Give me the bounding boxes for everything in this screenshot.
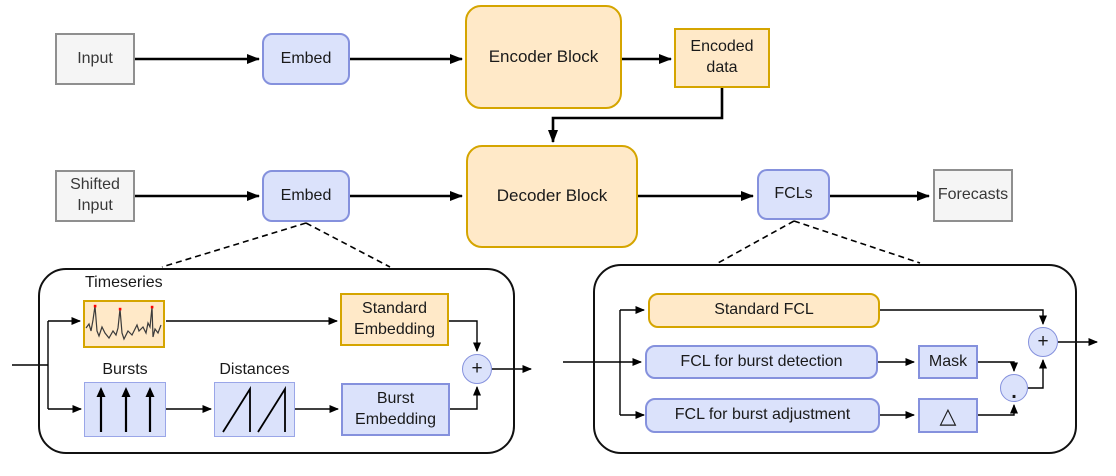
node-fcl-burst-adjustment-label: FCL for burst adjustment xyxy=(674,406,851,424)
node-fcl-burst-adjustment: FCL for burst adjustment xyxy=(645,398,880,433)
node-fcl-burst-detection-label: FCL for burst detection xyxy=(680,352,843,370)
timeseries-label: Timeseries xyxy=(85,274,163,291)
node-decoder-block: Decoder Block xyxy=(466,145,638,248)
distances-sawtooth-icon xyxy=(221,385,286,432)
fcl-sum-node: + xyxy=(1028,327,1058,357)
node-fcls-label: FCLs xyxy=(774,185,813,203)
node-forecasts: Forecasts xyxy=(933,169,1013,222)
node-encoder-block-label: Encoder Block xyxy=(488,46,599,66)
timeseries-icon xyxy=(83,300,165,348)
node-embed-top-label: Embed xyxy=(280,49,332,67)
distances-label: Distances xyxy=(219,361,290,378)
node-burst-embedding-label: Burst Embedding xyxy=(355,389,436,428)
bursts-arrows-icon xyxy=(96,386,154,432)
embed-detail-container xyxy=(38,268,515,454)
distances-icon xyxy=(214,382,295,437)
dot-operator-icon: . xyxy=(1011,380,1017,403)
node-fcls: FCLs xyxy=(757,169,830,220)
embed-sum-node: + xyxy=(462,354,492,384)
node-encoded-data: Encoded data xyxy=(674,28,770,88)
node-burst-embedding: Burst Embedding xyxy=(341,383,450,436)
node-delta: △ xyxy=(918,398,978,433)
node-decoder-block-label: Decoder Block xyxy=(496,186,608,206)
node-standard-embedding: Standard Embedding xyxy=(340,293,449,346)
fcl-product-node: . xyxy=(1000,374,1028,403)
node-standard-fcl: Standard FCL xyxy=(648,293,880,328)
node-standard-fcl-label: Standard FCL xyxy=(714,301,814,319)
node-encoder-block: Encoder Block xyxy=(465,5,622,109)
node-fcl-burst-detection: FCL for burst detection xyxy=(645,345,878,379)
node-forecasts-label: Forecasts xyxy=(937,186,1009,204)
fcl-detail-container xyxy=(593,264,1077,454)
node-standard-embedding-label: Standard Embedding xyxy=(354,299,435,338)
bursts-label: Bursts xyxy=(102,361,148,378)
node-input-label: Input xyxy=(77,49,113,67)
embed-sum-icon: + xyxy=(471,358,483,379)
node-mask-label: Mask xyxy=(928,352,968,370)
node-shifted-input: Shifted Input xyxy=(55,170,135,222)
node-embed-bottom: Embed xyxy=(262,170,350,222)
node-encoded-data-label: Encoded data xyxy=(690,38,754,76)
timeseries-plot-icon xyxy=(85,304,162,341)
node-input: Input xyxy=(55,33,135,85)
node-embed-bottom-label: Embed xyxy=(280,186,332,204)
delta-icon: △ xyxy=(939,402,957,428)
fcl-sum-icon: + xyxy=(1037,331,1049,352)
node-shifted-input-label: Shifted Input xyxy=(70,176,120,214)
node-embed-top: Embed xyxy=(262,33,350,85)
node-mask: Mask xyxy=(918,345,978,379)
bursts-icon xyxy=(84,382,166,437)
